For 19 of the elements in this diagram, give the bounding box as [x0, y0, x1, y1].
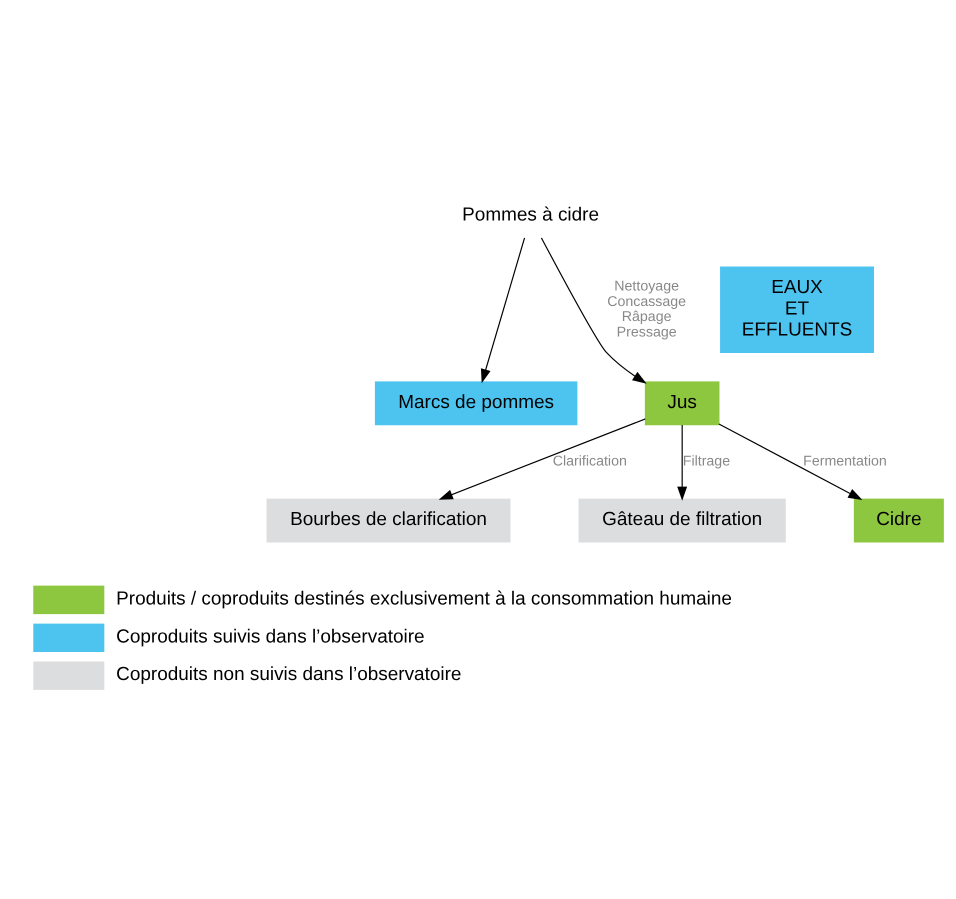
edge-label: Nettoyage Concassage Râpage Pressage [606, 278, 686, 341]
edge-label: Clarification [552, 454, 626, 470]
node-box: EAUX ET EFFLUENTS [720, 266, 874, 353]
legend-label: Produits / coproduits destinés exclusivement à la consommation humaine [116, 588, 732, 610]
node-box: Cidre [853, 498, 944, 542]
arrow [540, 238, 646, 384]
arrow [480, 238, 525, 384]
arrow [438, 418, 645, 500]
legend-label: Coproduits non suivis dans l’observatoire [116, 664, 461, 686]
node-box: Gâteau de filtration [578, 498, 786, 542]
legend-label: Coproduits suivis dans l’observatoire [116, 626, 424, 648]
edge-label: Fermentation [802, 454, 886, 470]
node-box: Marcs de pommes [374, 381, 577, 426]
arrow [676, 425, 687, 501]
arrow [718, 423, 862, 500]
node-box: Jus [644, 381, 719, 426]
node-text: Pommes à cidre [462, 204, 599, 226]
edge-label: Filtrage [682, 454, 730, 470]
node-box: Bourbes de clarification [266, 498, 510, 542]
